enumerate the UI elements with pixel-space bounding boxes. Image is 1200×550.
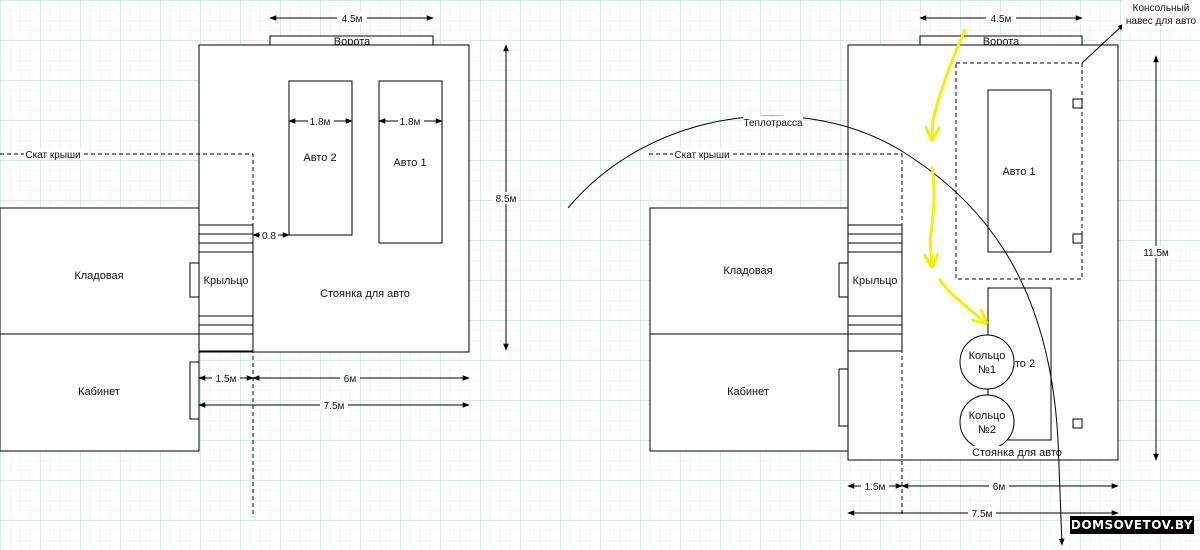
yellow-arrow-1	[932, 28, 967, 138]
label-bg	[968, 507, 996, 519]
car-2	[288, 80, 353, 236]
roof-slope-line	[0, 153, 254, 515]
label-bg	[24, 148, 82, 160]
porch-right	[847, 224, 903, 352]
width-1-5-label-right: 1.5м	[865, 482, 886, 493]
storage-label-right: Кладовая	[723, 265, 772, 277]
office-room	[0, 333, 200, 452]
car-1-right	[987, 89, 1052, 253]
yellow-arrow-3	[938, 278, 985, 322]
gate-width-label: 4.5м	[342, 14, 363, 25]
width-6-label-right: 6м	[993, 482, 1006, 493]
storage-door-right	[838, 262, 849, 298]
gap-label: 0.8	[262, 231, 276, 242]
office-room-right	[649, 333, 849, 452]
label-bg	[1140, 246, 1172, 258]
office-door-right	[838, 368, 849, 427]
roof-slope-label-right: Скат крыши	[674, 150, 729, 161]
heating-main-line	[567, 115, 1065, 546]
width-7-5-label-right: 7.5м	[972, 509, 993, 520]
canopy-post	[1072, 418, 1083, 429]
ring-2-label-line2: №2	[978, 424, 996, 436]
label-bg	[493, 192, 519, 204]
yellow-arrow-2	[930, 166, 934, 265]
gate-width-label-right: 4.5м	[991, 14, 1012, 25]
porch-label: Крыльцо	[204, 275, 249, 287]
label-bg	[212, 372, 240, 384]
label-bg	[673, 148, 731, 160]
ring-1-label-line1: Кольцо	[969, 350, 1006, 362]
right-plan: 4.5м Ворота Консольный навес для авто Ав…	[567, 0, 1200, 546]
porch	[198, 224, 254, 352]
office-door	[189, 361, 200, 420]
septic-ring-1	[959, 334, 1015, 390]
car-1-width-label: 1.8м	[400, 117, 421, 128]
storage-room-right	[649, 207, 849, 335]
label-bg	[743, 116, 803, 128]
ring-1-label-line2: №1	[978, 364, 996, 376]
car-1-label: Авто 1	[393, 157, 426, 169]
car-1	[378, 80, 443, 244]
canopy-callout-line	[1081, 23, 1125, 64]
car-2-width-label: 1.8м	[310, 117, 331, 128]
canopy-post	[1072, 98, 1083, 109]
canopy-outline	[955, 62, 1083, 280]
storage-room	[0, 207, 200, 335]
label-bg	[1122, 0, 1200, 30]
label-bg	[340, 372, 360, 384]
office-label-right: Кабинет	[727, 386, 769, 398]
watermark: DOMSOVETOV.BY	[1070, 516, 1194, 534]
car-2-label: Авто 2	[303, 152, 336, 164]
canopy-label-line2: навес для авто	[1126, 16, 1197, 27]
canopy-label-line1: Консольный	[1133, 3, 1190, 14]
label-bg	[986, 12, 1016, 24]
left-plan: 4.5м Ворота Авто 2 Авто 1 1.8м 1.8м 8.5м…	[0, 12, 519, 515]
label-bg	[861, 480, 889, 492]
height-label: 8.5м	[496, 194, 517, 205]
storage-door	[189, 262, 200, 298]
label-bg	[989, 480, 1009, 492]
ring-2-label-line1: Кольцо	[969, 410, 1006, 422]
label-bg	[973, 446, 1061, 458]
car-2-label-right: то 2	[1015, 358, 1035, 370]
label-bg	[398, 115, 424, 127]
label-bg	[337, 12, 367, 24]
width-6-label: 6м	[344, 374, 357, 385]
width-7-5-label: 7.5м	[324, 401, 345, 412]
septic-ring-2	[959, 394, 1015, 450]
porch-label-right: Крыльцо	[853, 275, 898, 287]
roof-slope-label: Скат крыши	[25, 150, 80, 161]
parking-label-right: Стоянка для авто	[972, 447, 1062, 459]
label-bg	[308, 115, 334, 127]
roof-slope-line-right	[649, 153, 903, 515]
car-1-label-right: Авто 1	[1002, 166, 1035, 178]
office-label: Кабинет	[78, 386, 120, 398]
label-bg	[320, 399, 348, 411]
heating-main-label: Теплотрасса	[743, 118, 803, 129]
canopy-post	[1072, 233, 1083, 244]
parking-label: Стоянка для авто	[320, 288, 410, 300]
storage-label: Кладовая	[74, 270, 123, 282]
porch-steps-right	[848, 233, 902, 335]
label-bg	[260, 229, 278, 241]
width-1-5-label: 1.5м	[216, 374, 237, 385]
watermark-bg	[1070, 516, 1194, 534]
watermark-text: DOMSOVETOV.BY	[1071, 518, 1193, 532]
porch-steps	[199, 233, 253, 335]
yellow-route-arrows	[930, 28, 985, 322]
height-label-right: 11.5м	[1143, 248, 1169, 259]
